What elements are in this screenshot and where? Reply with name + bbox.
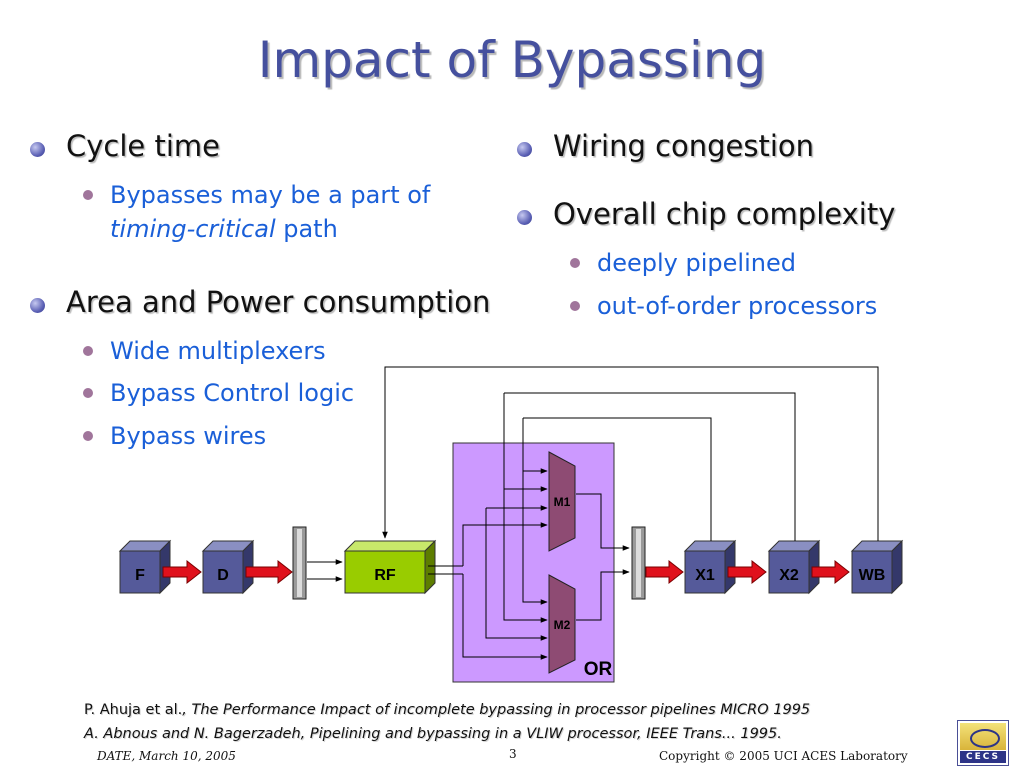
stage-rf-label: RF xyxy=(374,567,396,584)
mux-m2-label: M2 xyxy=(554,618,571,632)
sub-bullet-bypass-control: Bypass Control logic xyxy=(82,376,354,410)
stage-f-label: F xyxy=(135,567,145,584)
sub-bullet-deeply-pipelined: deeply pipelined xyxy=(570,246,796,280)
arrow-f-d xyxy=(162,559,202,585)
path-text: path xyxy=(275,215,338,243)
reference-2: A. Abnous and N. Bagerzadeh, Pipelining … xyxy=(84,726,782,742)
or-region xyxy=(452,442,615,683)
bullet-wiring-congestion: Wiring congestion xyxy=(516,129,815,163)
stage-wb: WB xyxy=(850,539,904,595)
mux-m1: M1 xyxy=(548,451,576,552)
stage-wb-label: WB xyxy=(859,567,886,584)
stage-x2: X2 xyxy=(767,539,821,595)
stage-x2-label: X2 xyxy=(779,567,799,584)
arrow-latch-x1 xyxy=(645,559,684,585)
sub-bullet-wide-mux: Wide multiplexers xyxy=(83,334,326,368)
reference-1-title: , The Performance Impact of incomplete b… xyxy=(182,702,811,718)
sub-bullet-bypass-wires: Bypass wires xyxy=(82,419,266,453)
arrow-x1-x2 xyxy=(727,559,767,585)
reference-1-author: P. Ahuja et al. xyxy=(84,702,183,718)
or-label: OR xyxy=(584,659,613,680)
sub-bullet-bypasses-cont: timing-critical path xyxy=(110,212,338,246)
arrow-d-latch xyxy=(245,559,293,585)
slide-title: Impact of Bypassing xyxy=(257,31,767,89)
bullet-area-power: Area and Power consumption xyxy=(29,285,491,319)
pipeline-latch-2 xyxy=(631,526,646,600)
sub-bullet-bypasses: Bypasses may be a part of xyxy=(82,178,430,212)
cecs-logo: CECS xyxy=(957,720,1009,766)
pipeline-latch-1 xyxy=(292,526,307,600)
reference-1: P. Ahuja et al., The Performance Impact … xyxy=(84,702,810,718)
stage-d-label: D xyxy=(217,567,229,584)
mux-m2: M2 xyxy=(548,574,576,674)
logo-text: CECS xyxy=(960,751,1006,763)
arrow-x2-wb xyxy=(811,559,850,585)
bypass-wiring xyxy=(307,366,879,660)
stage-x1: X1 xyxy=(683,539,737,595)
bullet-cycle-time: Cycle time xyxy=(30,129,220,163)
footer-copyright: Copyright © 2005 UCI ACES Laboratory xyxy=(659,749,908,763)
stage-x1-label: X1 xyxy=(695,567,715,584)
footer-date: DATE, March 10, 2005 xyxy=(97,749,236,763)
timing-critical-text: timing-critical xyxy=(110,215,276,243)
stage-rf: RF xyxy=(343,539,437,595)
logo-art-icon xyxy=(960,723,1006,750)
sub-bullet-ooo: out-of-order processors xyxy=(569,289,877,323)
bullet-chip-complexity: Overall chip complexity xyxy=(516,197,896,231)
mux-m1-label: M1 xyxy=(554,495,571,509)
footer-page-number: 3 xyxy=(509,747,517,761)
